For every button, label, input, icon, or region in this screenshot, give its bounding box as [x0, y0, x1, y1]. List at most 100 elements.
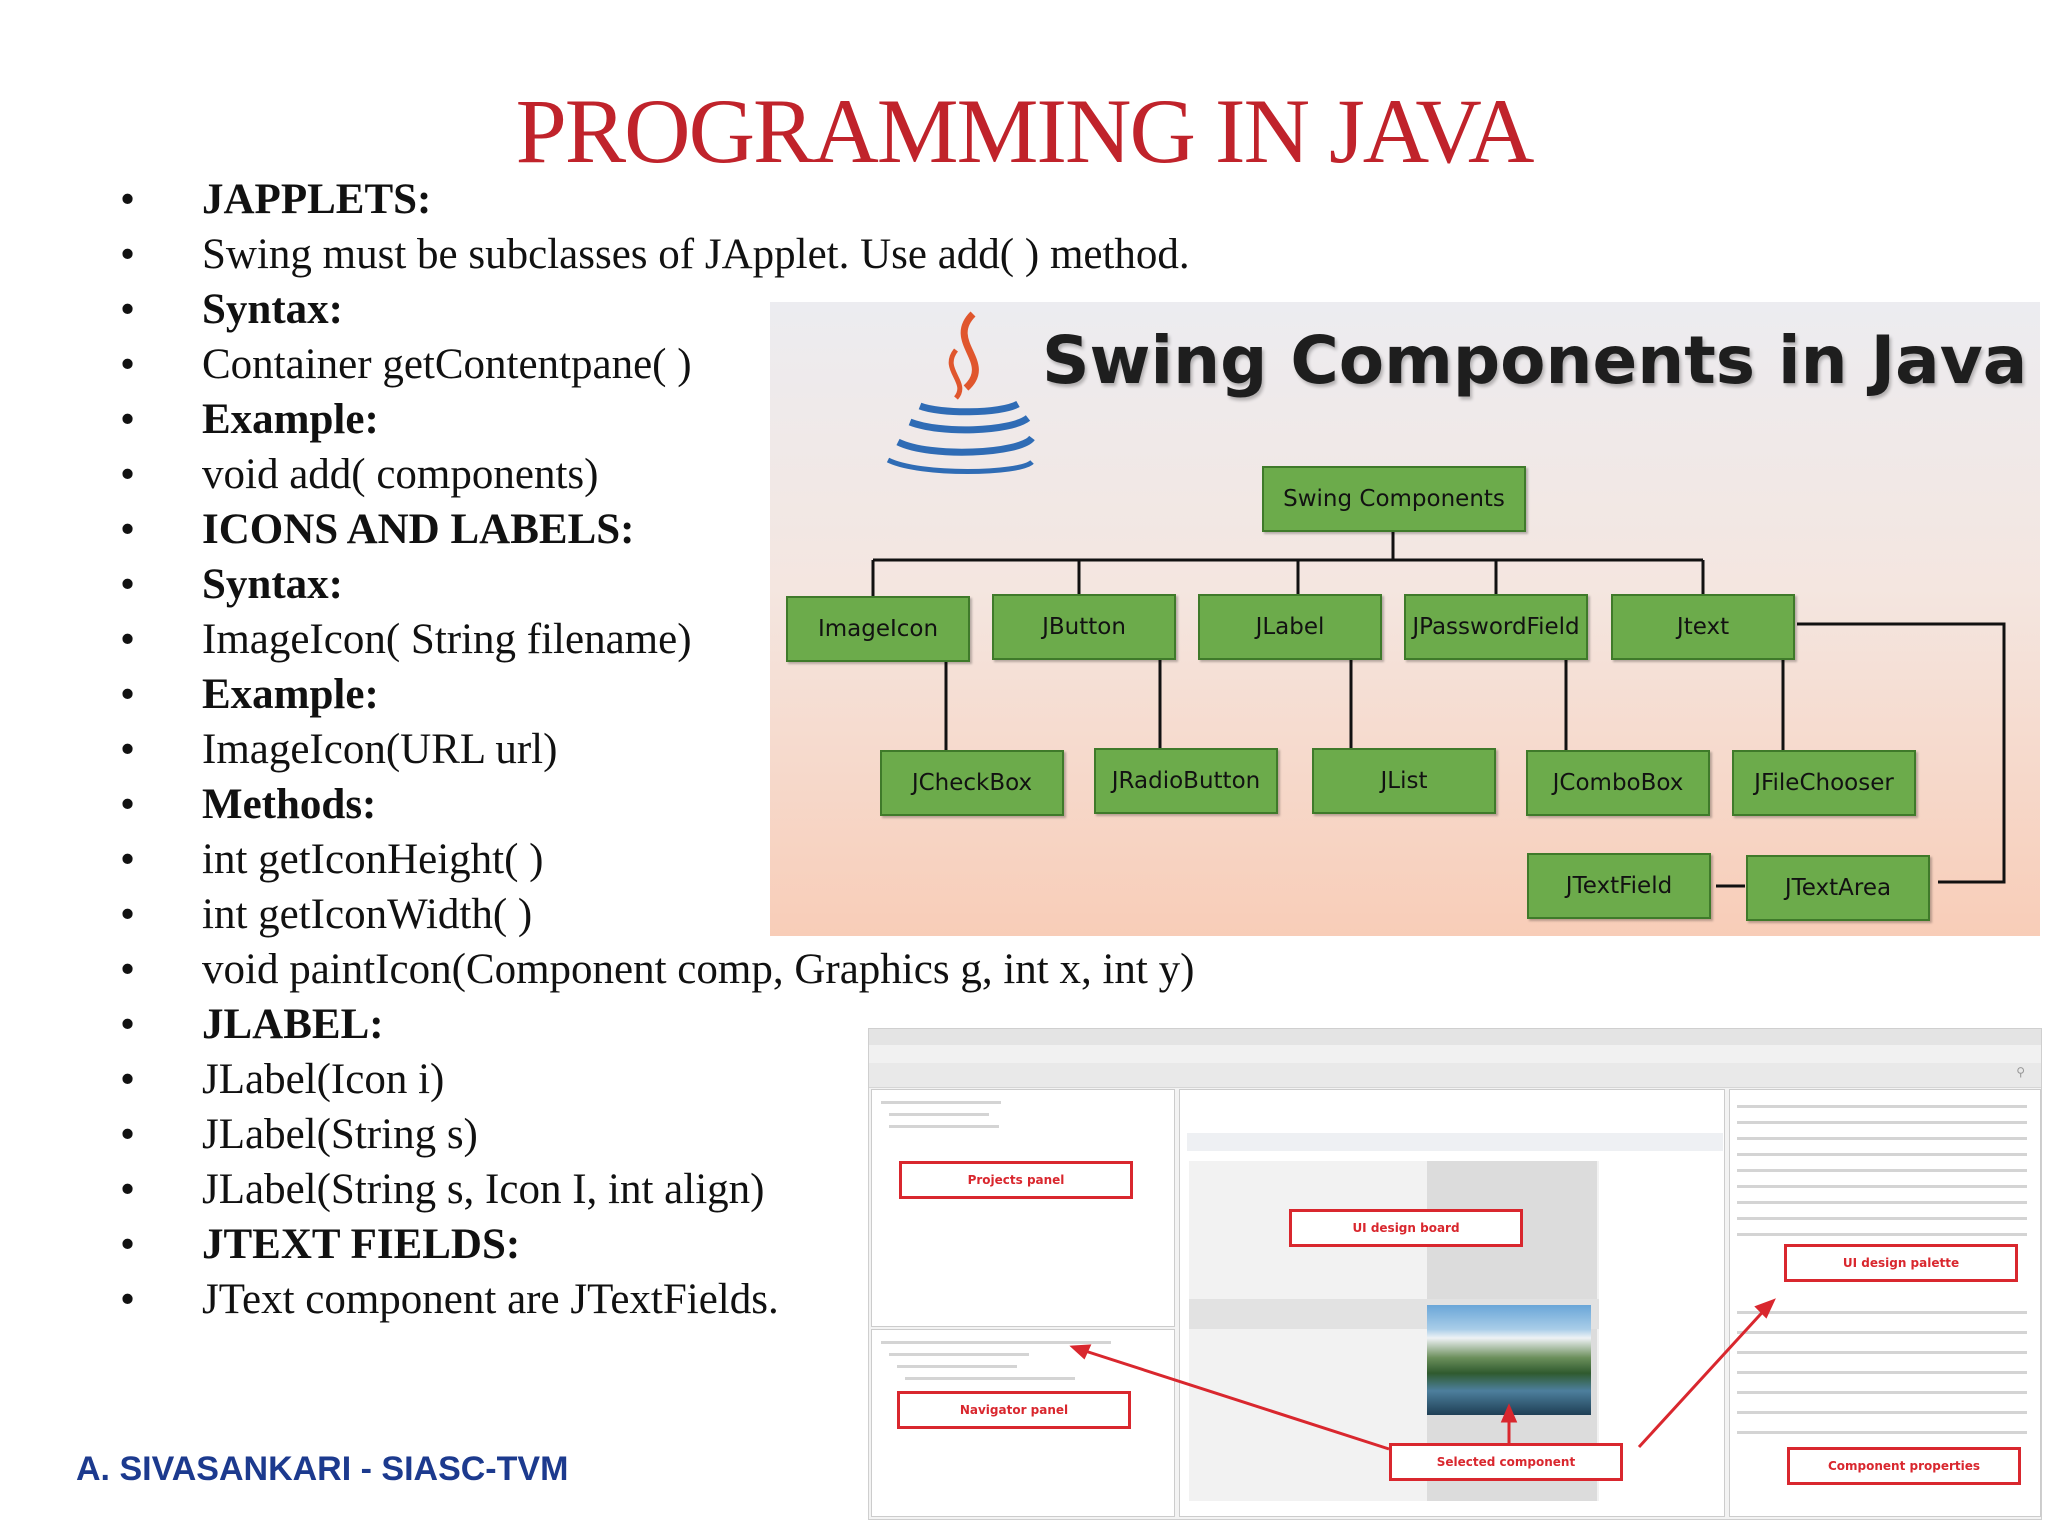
bullet-text: Methods:: [202, 781, 377, 828]
bullet-text: int getIconWidth( ): [202, 891, 533, 938]
bullet-item: •JLABEL:: [120, 997, 1194, 1052]
bullet-text: Syntax:: [202, 561, 343, 608]
callout-component-properties: Component properties: [1787, 1447, 2021, 1485]
bullet-item: • void paintIcon(Component comp, Graphics…: [120, 942, 1194, 997]
property-line: [1737, 1331, 2027, 1334]
bullet-item: • ImageIcon(URL url): [120, 722, 1194, 777]
node-level1: JPasswordField: [1404, 594, 1588, 660]
node-level2: JList: [1312, 748, 1496, 814]
bullet-dot: •: [120, 726, 136, 773]
tree-line: [897, 1365, 1017, 1368]
palette-line: [1737, 1153, 2027, 1156]
bullet-text: void paintIcon(Component comp, Graphics …: [202, 946, 1195, 993]
property-line: [1737, 1371, 2027, 1374]
bullet-dot: •: [120, 396, 136, 443]
slide-title: PROGRAMMING IN JAVA: [515, 80, 1535, 182]
tree-line: [889, 1113, 989, 1116]
node-level2: JRadioButton: [1094, 748, 1278, 814]
node-level1: JButton: [992, 594, 1176, 660]
node-level2: JComboBox: [1526, 750, 1710, 816]
palette-line: [1737, 1121, 2027, 1124]
bullet-dot: •: [120, 1001, 136, 1048]
callout-ui-design-palette: UI design palette: [1784, 1244, 2018, 1282]
bullet-dot: •: [120, 671, 136, 718]
bullet-text: ImageIcon( String filename): [202, 616, 692, 663]
diagram-title: Swing Components in Java: [1042, 322, 2028, 399]
bullet-dot: •: [120, 286, 136, 333]
bullet-text: ICONS AND LABELS:: [202, 506, 635, 553]
bullet-dot: •: [120, 616, 136, 663]
callout-arrows: [1069, 1298, 1776, 1451]
ide-titlebar: [869, 1029, 2041, 1045]
bullet-text: Swing must be subclasses of JApplet. Use…: [202, 231, 1190, 278]
bullet-item: • Syntax:: [120, 282, 1194, 337]
node-level1: ImageIcon: [786, 596, 970, 662]
node-root: Swing Components: [1262, 466, 1526, 532]
bullet-item: • Syntax:: [120, 557, 1194, 612]
node-level2: JCheckBox: [880, 750, 1064, 816]
node-level2: JFileChooser: [1732, 750, 1916, 816]
bullet-dot: •: [120, 1166, 136, 1213]
property-line: [1737, 1411, 2027, 1414]
bullet-text: void add( components): [202, 451, 599, 498]
bullet-item: • Example:: [120, 667, 1194, 722]
bullet-text: JText component are JTextFields.: [202, 1276, 779, 1323]
bullet-dot: •: [120, 1111, 136, 1158]
selected-component-image: [1427, 1305, 1591, 1415]
bullet-item: •JText component are JTextFields.: [120, 1272, 1194, 1327]
tree-line: [881, 1341, 1111, 1344]
node-level3: JTextField: [1527, 853, 1711, 919]
bullet-item: • ImageIcon( String filename): [120, 612, 1194, 667]
bullet-text: int getIconHeight( ): [202, 836, 544, 883]
author-footer: A. SIVASANKARI - SIASC-TVM: [76, 1450, 569, 1488]
bullet-dot: •: [120, 451, 136, 498]
bullet-dot: •: [120, 231, 136, 278]
bullet-item: • ICONS AND LABELS:: [120, 502, 1194, 557]
bullet-dot: •: [120, 1056, 136, 1103]
hint-bar: [1187, 1133, 1723, 1151]
bullet-text: Syntax:: [202, 286, 343, 333]
node-level1: JLabel: [1198, 594, 1382, 660]
bullet-text: Example:: [202, 671, 379, 718]
bullet-list: • JAPPLETS: • Swing must be subclasses of J…: [120, 172, 1194, 1327]
bullet-dot: •: [120, 836, 136, 883]
bullet-item: • JLabel(Icon i): [120, 1052, 1194, 1107]
palette-line: [1737, 1169, 2027, 1172]
bullet-item: • Example:: [120, 392, 1194, 447]
bullet-item: • JAPPLETS:: [120, 172, 1194, 227]
bullet-dot: •: [120, 176, 136, 223]
bullet-text: JLabel(String s): [202, 1111, 478, 1158]
bullet-item: • Swing must be subclasses of JApplet. Us…: [120, 227, 1194, 282]
bullet-text: Example:: [202, 396, 379, 443]
palette-line: [1737, 1105, 2027, 1108]
tree-line: [889, 1353, 1029, 1356]
bullet-text: JAPPLETS:: [202, 176, 432, 223]
bullet-dot: •: [120, 561, 136, 608]
tree-line: [881, 1101, 1001, 1104]
bullet-text: JLabel(String s, Icon I, int align): [202, 1166, 765, 1213]
search-icon: ⚲: [2016, 1065, 2025, 1079]
bullet-dot: •: [120, 506, 136, 553]
callout-projects-panel: Projects panel: [899, 1161, 1133, 1199]
bullet-dot: •: [120, 1221, 136, 1268]
tree-line: [889, 1125, 999, 1128]
palette-line: [1737, 1217, 2027, 1220]
property-line: [1737, 1311, 2027, 1314]
projects-pane: [871, 1089, 1175, 1327]
bullet-dot: •: [120, 946, 136, 993]
bullet-text: JLabel(Icon i): [202, 1056, 445, 1103]
palette-line: [1737, 1201, 2027, 1204]
bullet-item: • int getIconHeight( ): [120, 832, 1194, 887]
palette-line: [1737, 1233, 2027, 1236]
node-level3: JTextArea: [1746, 855, 1930, 921]
java-coffee-cup-icon: [886, 311, 1035, 474]
callout-navigator-panel: Navigator panel: [897, 1391, 1131, 1429]
bullet-item: • JLabel(String s): [120, 1107, 1194, 1162]
bullet-text: ImageIcon(URL url): [202, 726, 558, 773]
tree-line: [905, 1377, 1075, 1380]
bullet-item: • void add( components): [120, 447, 1194, 502]
swing-components-diagram: Swing Components in Java Swing Component…: [770, 302, 2040, 936]
palette-line: [1737, 1185, 2027, 1188]
bullet-dot: •: [120, 341, 136, 388]
callout-ui-design-board: UI design board: [1289, 1209, 1523, 1247]
